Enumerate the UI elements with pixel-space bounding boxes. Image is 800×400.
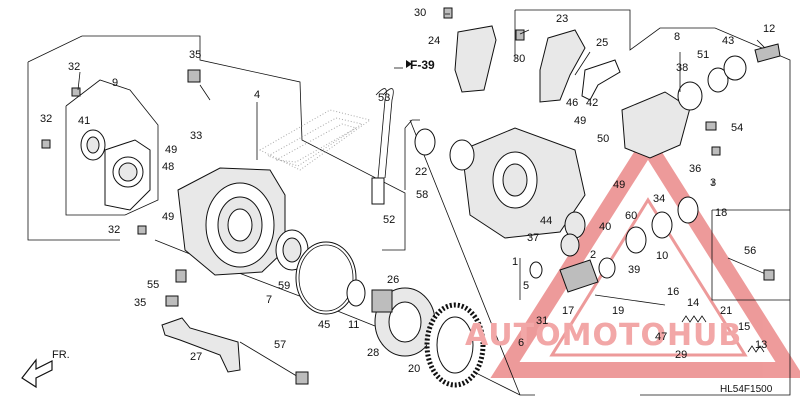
watermark-text: AUTOMOTOHUB (465, 318, 742, 353)
callout-17: 17 (562, 305, 574, 317)
callout-9: 9 (112, 77, 118, 89)
callout-33: 33 (190, 130, 202, 142)
callout-50: 50 (597, 133, 609, 145)
gear-case-58 (461, 127, 586, 239)
callout-12: 12 (763, 23, 775, 35)
callout-49-c: 49 (165, 144, 177, 156)
callout-34: 34 (653, 193, 665, 205)
callout-52: 52 (383, 214, 395, 226)
callout-38: 38 (676, 62, 688, 74)
callout-25: 25 (596, 37, 608, 49)
callout-11: 11 (348, 319, 359, 331)
differential-26 (371, 287, 436, 357)
callout-14: 14 (687, 297, 699, 309)
callout-22: 22 (415, 166, 427, 178)
callout-8: 8 (674, 31, 680, 43)
callout-53: 53 (378, 92, 390, 104)
callout-7: 7 (266, 294, 272, 306)
callout-37: 37 (527, 232, 539, 244)
fr-arrow-icon (21, 358, 53, 389)
callout-40: 40 (599, 221, 611, 233)
callout-35-top: 35 (189, 49, 201, 61)
o-ring-11 (346, 279, 366, 307)
callout-15: 15 (738, 321, 750, 333)
callout-6: 6 (518, 337, 524, 349)
callout-60: 60 (625, 210, 637, 222)
callout-29: 29 (675, 349, 687, 361)
final-gear-case (177, 167, 286, 276)
callout-16: 16 (667, 286, 679, 298)
callout-31: 31 (536, 315, 548, 327)
callout-47: 47 (655, 331, 667, 343)
watermark-logo (490, 130, 800, 378)
callout-35-low: 35 (134, 297, 146, 309)
callout-21: 21 (720, 305, 732, 317)
stay-27 (161, 317, 241, 373)
callout-49-b: 49 (613, 179, 625, 191)
callout-41: 41 (78, 115, 90, 127)
callout-56: 56 (744, 245, 756, 257)
callout-28: 28 (367, 347, 379, 359)
callout-2: 2 (590, 249, 596, 261)
ring-gear-20 (424, 302, 486, 388)
callout-5: 5 (523, 280, 529, 292)
callout-18: 18 (715, 207, 727, 219)
leader-lines (77, 13, 766, 300)
o-ring-45 (295, 241, 357, 315)
callout-10: 10 (656, 250, 668, 262)
callout-23: 23 (556, 13, 568, 25)
callout-55: 55 (147, 279, 159, 291)
callout-24: 24 (428, 35, 440, 47)
callout-51: 51 (697, 49, 709, 61)
callout-39: 39 (628, 264, 640, 276)
upper-right-housing (621, 43, 781, 159)
callout-36: 36 (689, 163, 701, 175)
callout-32-top: 32 (68, 61, 80, 73)
left-cover-plate (104, 139, 151, 211)
spring-14 (681, 315, 765, 353)
callout-45: 45 (318, 319, 330, 331)
callout-57: 57 (274, 339, 286, 351)
callout-58: 58 (416, 189, 428, 201)
f39-arrow (406, 60, 412, 68)
callout-30: 30 (414, 7, 426, 19)
callout-44: 44 (540, 215, 552, 227)
callout-4: 4 (254, 89, 260, 101)
bolts (41, 7, 775, 385)
cover-24 (454, 25, 497, 93)
callout-19: 19 (612, 305, 624, 317)
callout-32-mid: 32 (40, 113, 52, 125)
pinion-assembly (529, 196, 699, 306)
bracket-23 (539, 29, 621, 103)
diagram-code: HL54F1500 (720, 384, 773, 395)
group-outlines (27, 9, 791, 396)
callout-54: 54 (731, 122, 743, 134)
callout-49-d: 49 (162, 211, 174, 223)
direction-label: FR. (52, 349, 70, 361)
callout-48: 48 (162, 161, 174, 173)
breather-hose-53 (371, 88, 394, 205)
callout-26: 26 (387, 274, 399, 286)
shading (258, 109, 372, 171)
callout-46: 46 (566, 97, 578, 109)
callout-1: 1 (512, 256, 518, 268)
bearing-22 (414, 128, 475, 171)
callout-59: 59 (278, 280, 290, 292)
callout-labels: 30 24 23 30 25 8 12 51 43 38 46 42 49 50… (40, 7, 775, 375)
callout-42: 42 (586, 97, 598, 109)
oil-seal-41 (80, 129, 106, 161)
callout-20: 20 (408, 363, 420, 375)
callout-32-low: 32 (108, 224, 120, 236)
callout-27: 27 (190, 351, 202, 363)
callout-43: 43 (722, 35, 734, 47)
callout-30-b: 30 (513, 53, 525, 65)
callout-49-a: 49 (574, 115, 586, 127)
callout-3: 3 (710, 177, 716, 189)
ref-f39: F-39 (410, 58, 435, 72)
callout-13: 13 (755, 339, 767, 351)
